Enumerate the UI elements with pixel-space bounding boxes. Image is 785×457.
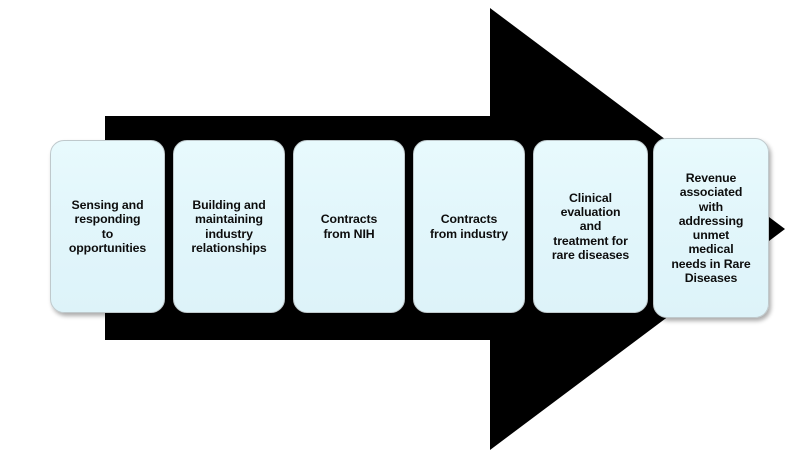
- stage-label-1: Sensing and responding to opportunities: [68, 198, 147, 255]
- stage-box-5[interactable]: Clinical evaluation and treatment for ra…: [533, 140, 648, 313]
- stage-box-1[interactable]: Sensing and responding to opportunities: [50, 140, 165, 313]
- stage-box-4[interactable]: Contracts from industry: [413, 140, 525, 313]
- stage-label-3: Contracts from NIH: [320, 212, 378, 241]
- stage-label-5: Clinical evaluation and treatment for ra…: [551, 190, 630, 262]
- stage-label-2: Building and maintaining industry relati…: [191, 198, 267, 255]
- stage-box-6[interactable]: Revenue associated with addressing unmet…: [653, 138, 769, 318]
- stage-label-4: Contracts from industry: [430, 212, 508, 241]
- stage-box-2[interactable]: Building and maintaining industry relati…: [173, 140, 285, 313]
- stage-label-6: Revenue associated with addressing unmet…: [671, 171, 751, 285]
- stage-box-3[interactable]: Contracts from NIH: [293, 140, 405, 313]
